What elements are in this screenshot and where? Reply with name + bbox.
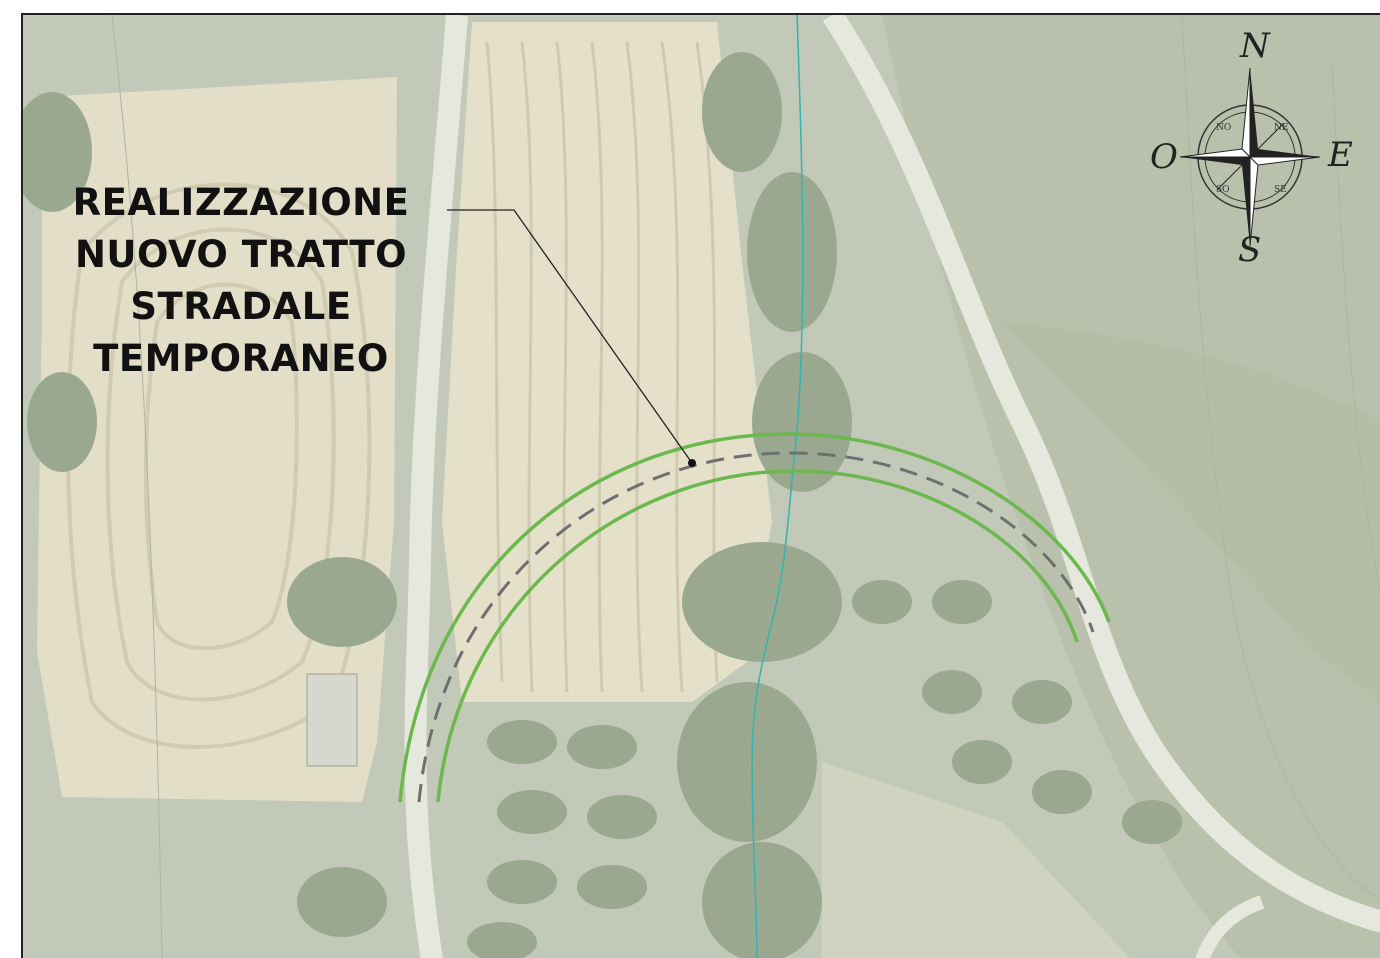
new-road-edge-inner [436,469,1079,803]
compass-south-label: S [1238,230,1262,270]
scrubland-patch [1002,322,1380,701]
compass-so-label: SO [1216,185,1230,195]
compass-ne-label: NE [1274,123,1288,133]
map-frame [21,13,1380,958]
new-road-centerline [417,451,1095,803]
scrubland-area [882,15,1380,958]
callout-line-4: TEMPORANEO [93,337,389,380]
existing-road-east [822,15,1380,933]
tree-rows [23,52,1182,958]
existing-road-west [404,15,468,958]
compass-se-label: SE [1274,185,1287,195]
contour-lines [111,15,1380,958]
lower-clearing [822,762,1131,958]
compass-no-label: NO [1216,123,1231,133]
existing-track [1195,895,1265,958]
compass-rose: NO NE SO SE N S E O [1140,20,1360,270]
compass-north-label: N [1240,26,1270,66]
aerial-map [23,15,1380,958]
callout-line-3: STRADALE [130,285,352,328]
middle-field [442,22,772,702]
building [306,673,358,767]
compass-west-label: O [1150,137,1178,177]
callout-line-2: NUOVO TRATTO [74,233,408,276]
callout-leader-dot [688,459,696,467]
stream-line [751,15,804,958]
new-road-edge-outer [398,432,1111,803]
callout-leader-line [447,209,693,464]
compass-rose-icon: NO NE SO SE [1179,67,1321,247]
callout-label: REALIZZAZIONE NUOVO TRATTO STRADALE TEMP… [38,177,444,385]
callout-line-1: REALIZZAZIONE [72,181,410,224]
compass-east-label: E [1328,135,1353,175]
